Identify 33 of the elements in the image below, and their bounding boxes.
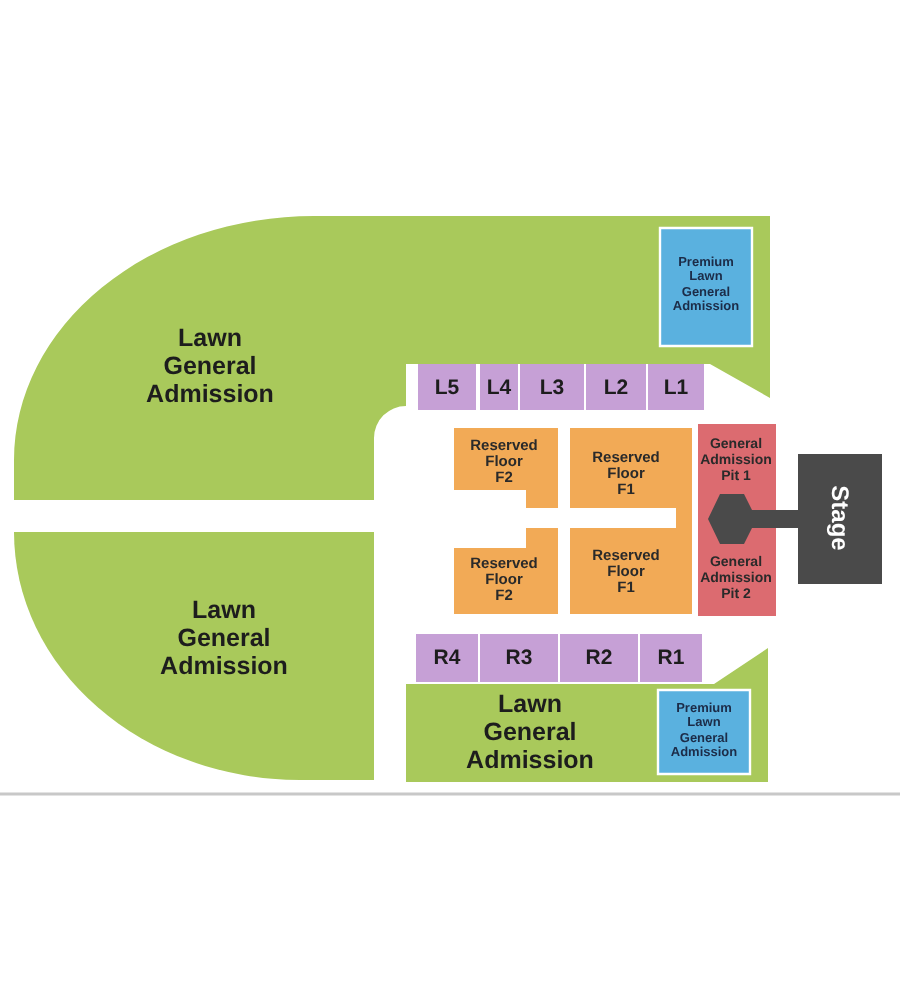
section-label: R1	[657, 646, 685, 670]
floor-section	[454, 428, 558, 508]
section-label: Lawn General Admission	[160, 596, 288, 680]
floor-section	[570, 428, 692, 528]
section-label: L4	[486, 375, 512, 399]
seating-section	[648, 364, 704, 410]
section-label: Lawn General Admission	[466, 690, 594, 774]
section-label: Lawn General Admission	[146, 324, 274, 408]
stage	[798, 454, 882, 584]
seating-section	[416, 634, 478, 682]
section-label: L3	[539, 375, 565, 399]
premium-lawn-section	[658, 690, 750, 774]
section-label: R2	[585, 646, 613, 670]
catwalk	[708, 494, 798, 544]
lawn-section	[406, 648, 768, 782]
seating-section	[586, 364, 646, 410]
seating-section	[480, 364, 518, 410]
seating-section	[480, 634, 558, 682]
section-label: R3	[505, 646, 533, 670]
floor-section	[454, 528, 558, 614]
section-label: L2	[603, 375, 629, 399]
stage-label: Stage	[828, 485, 852, 551]
seating-section	[520, 364, 584, 410]
section-label: L5	[434, 375, 460, 399]
premium-lawn-section	[660, 228, 752, 346]
lawn-section	[14, 532, 374, 780]
section-label: R4	[433, 646, 461, 670]
seating-section	[418, 364, 476, 410]
seating-section	[640, 634, 702, 682]
lawn-section	[14, 216, 770, 500]
section-label: L1	[663, 375, 689, 399]
seating-section	[560, 634, 638, 682]
floor-section	[570, 528, 692, 614]
